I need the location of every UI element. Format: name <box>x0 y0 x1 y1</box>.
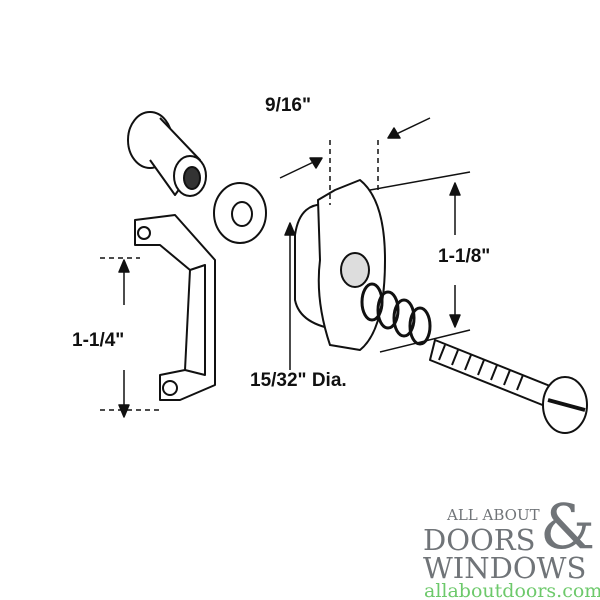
dimension-lines <box>100 117 471 418</box>
spring <box>360 282 432 346</box>
strike-plate <box>134 214 216 401</box>
washer <box>213 182 267 244</box>
logo-line3: WINDOWS <box>423 551 587 585</box>
logo-line1: ALL ABOUT <box>447 506 540 524</box>
strike-height-label: 1-1/4" <box>72 330 125 351</box>
latch-height-label: 1-1/8" <box>438 246 491 267</box>
sleeve-bushing <box>127 111 207 197</box>
depth-label: 9/16" <box>265 95 311 116</box>
diameter-label: 15/32" Dia. <box>250 370 347 391</box>
logo-url: allaboutdoors.com <box>424 580 600 600</box>
latch-body <box>294 179 386 351</box>
logo-line2: DOORS <box>423 523 536 557</box>
screw <box>429 339 588 434</box>
logo-ampersand: & <box>540 490 596 563</box>
